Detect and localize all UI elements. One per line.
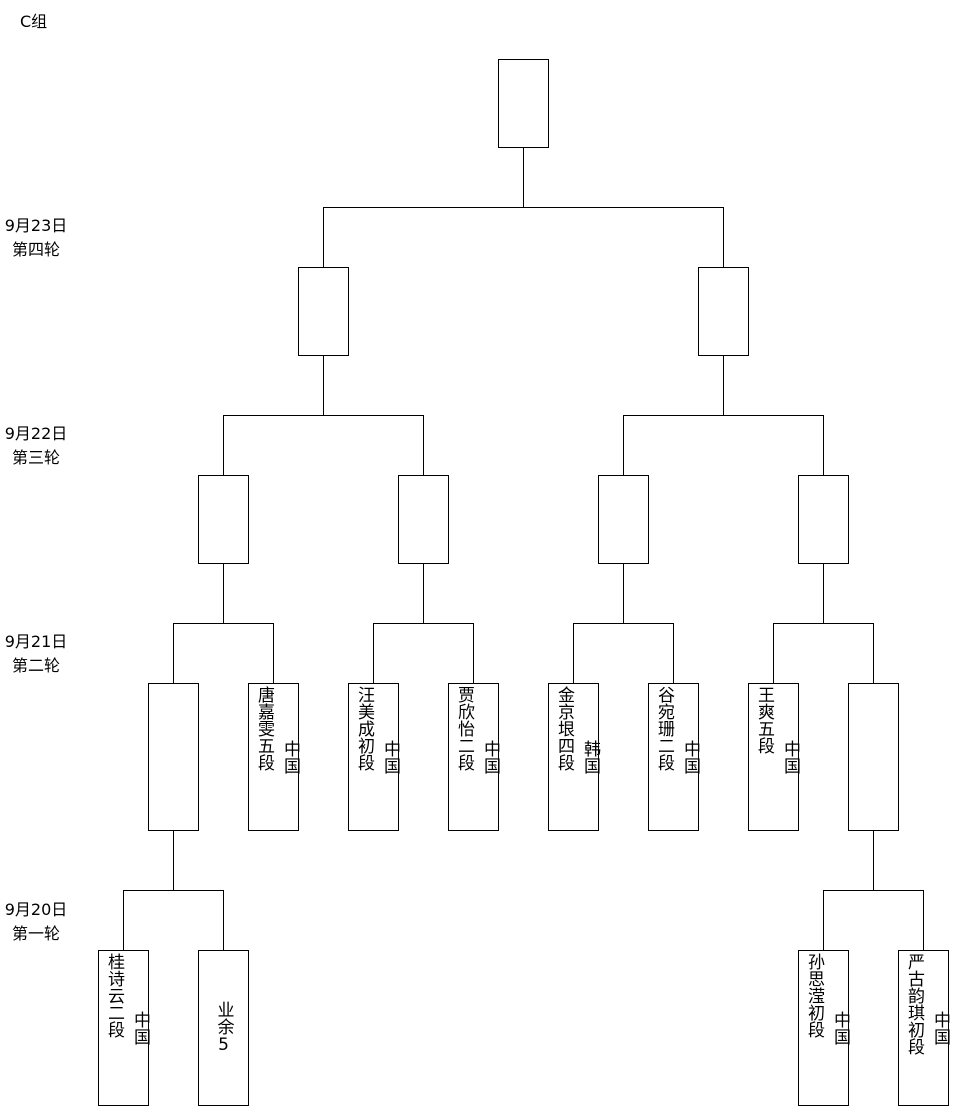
connector — [423, 415, 424, 475]
round3-box — [598, 475, 649, 564]
round3-box — [398, 475, 449, 564]
player-country: 中国 — [930, 1011, 950, 1045]
final-winner-box — [498, 59, 549, 148]
connector — [823, 890, 924, 891]
connector — [823, 890, 824, 950]
player-name: 谷宛珊二段 — [654, 686, 674, 771]
connector — [723, 355, 724, 415]
round-name: 第一轮 — [11, 924, 60, 943]
connector — [573, 623, 674, 624]
connector — [923, 890, 924, 950]
player-box: 汪美成初段中国 — [348, 683, 400, 831]
connector — [623, 415, 824, 416]
round-label-3: 9月22日第三轮 — [2, 422, 70, 470]
player-box: 严古韵琪初段中国 — [898, 950, 950, 1106]
player-name: 金京垠四段 — [554, 686, 574, 771]
connector — [223, 563, 224, 623]
group-title: C组 — [20, 12, 48, 31]
connector — [473, 623, 474, 683]
connector — [123, 890, 124, 950]
connector — [323, 355, 324, 415]
round-name: 第二轮 — [11, 656, 60, 675]
connector — [773, 623, 874, 624]
connector — [623, 415, 624, 475]
round2-box-empty — [848, 683, 899, 831]
player-country: 中国 — [280, 740, 300, 774]
round2-box-empty — [148, 683, 199, 831]
player-name: 桂诗云二段 — [104, 953, 124, 1038]
round-label-1: 9月20日第一轮 — [2, 898, 70, 946]
round-name: 第四轮 — [11, 240, 60, 259]
player-country: 中国 — [680, 740, 700, 774]
player-box: 王爽五段中国 — [748, 683, 800, 831]
player-country: 中国 — [780, 740, 800, 774]
round3-box — [798, 475, 849, 564]
connector — [273, 623, 274, 683]
connector — [173, 623, 174, 683]
connector — [323, 207, 324, 267]
connector — [873, 623, 874, 683]
player-country: 中国 — [480, 740, 500, 774]
player-box: 孙思滢初段中国 — [798, 950, 850, 1106]
connector — [323, 207, 724, 208]
player-box: 业余5 — [198, 950, 249, 1106]
player-name: 唐嘉雯五段 — [254, 686, 274, 771]
player-name: 王爽五段 — [754, 686, 774, 754]
player-country: 韩国 — [580, 740, 600, 774]
connector — [673, 623, 674, 683]
round4-box — [698, 267, 749, 356]
round4-box — [298, 267, 349, 356]
connector — [823, 563, 824, 623]
round-date: 9月23日 — [4, 216, 68, 235]
round-label-4: 9月23日第四轮 — [2, 214, 70, 262]
round-name: 第三轮 — [11, 448, 60, 467]
round-date: 9月21日 — [4, 632, 68, 651]
player-country: 中国 — [830, 1011, 850, 1045]
player-box: 唐嘉雯五段中国 — [248, 683, 300, 831]
connector — [123, 890, 224, 891]
player-name: 贾欣怡二段 — [454, 686, 474, 771]
connector — [173, 623, 274, 624]
player-country: 中国 — [380, 740, 400, 774]
connector — [223, 415, 224, 475]
connector — [823, 415, 824, 475]
player-box: 桂诗云二段中国 — [98, 950, 150, 1106]
round-date: 9月20日 — [4, 900, 68, 919]
connector — [173, 830, 174, 890]
connector — [873, 830, 874, 890]
round3-box — [198, 475, 249, 564]
connector — [223, 890, 224, 950]
player-country: 中国 — [130, 1011, 150, 1045]
player-name: 孙思滢初段 — [804, 953, 824, 1038]
player-box: 贾欣怡二段中国 — [448, 683, 500, 831]
connector — [223, 415, 424, 416]
connector — [573, 623, 574, 683]
player-box: 金京垠四段韩国 — [548, 683, 600, 831]
connector — [623, 563, 624, 623]
connector — [423, 563, 424, 623]
player-box: 谷宛珊二段中国 — [648, 683, 700, 831]
player-name: 严古韵琪初段 — [904, 953, 924, 1055]
player-name: 汪美成初段 — [354, 686, 374, 771]
connector — [523, 147, 524, 207]
connector — [373, 623, 374, 683]
round-date: 9月22日 — [4, 424, 68, 443]
connector — [723, 207, 724, 267]
connector — [373, 623, 474, 624]
connector — [773, 623, 774, 683]
round-label-2: 9月21日第二轮 — [2, 630, 70, 678]
player-name: 业余5 — [213, 1001, 234, 1055]
